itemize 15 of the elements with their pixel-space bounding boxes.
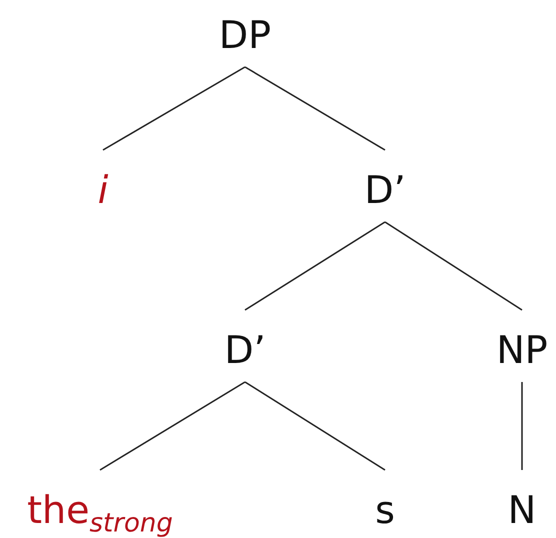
- tree-label: D’: [364, 168, 406, 214]
- tree-branch: [244, 381, 386, 471]
- tree-label: s: [375, 488, 395, 534]
- tree-branch: [384, 221, 522, 311]
- tree-label: the$_{strong}$: [27, 488, 173, 538]
- tree-branch: [244, 221, 386, 311]
- tree-branch: [244, 66, 386, 151]
- tree-label: N: [508, 488, 536, 534]
- tree-branch: [521, 382, 523, 470]
- tree-label: i: [98, 168, 108, 214]
- tree-branch: [100, 381, 246, 471]
- tree-label: NP: [496, 328, 548, 374]
- tree-label: DP: [218, 13, 272, 59]
- tree-branch: [102, 66, 246, 151]
- tree-label: D’: [224, 328, 266, 374]
